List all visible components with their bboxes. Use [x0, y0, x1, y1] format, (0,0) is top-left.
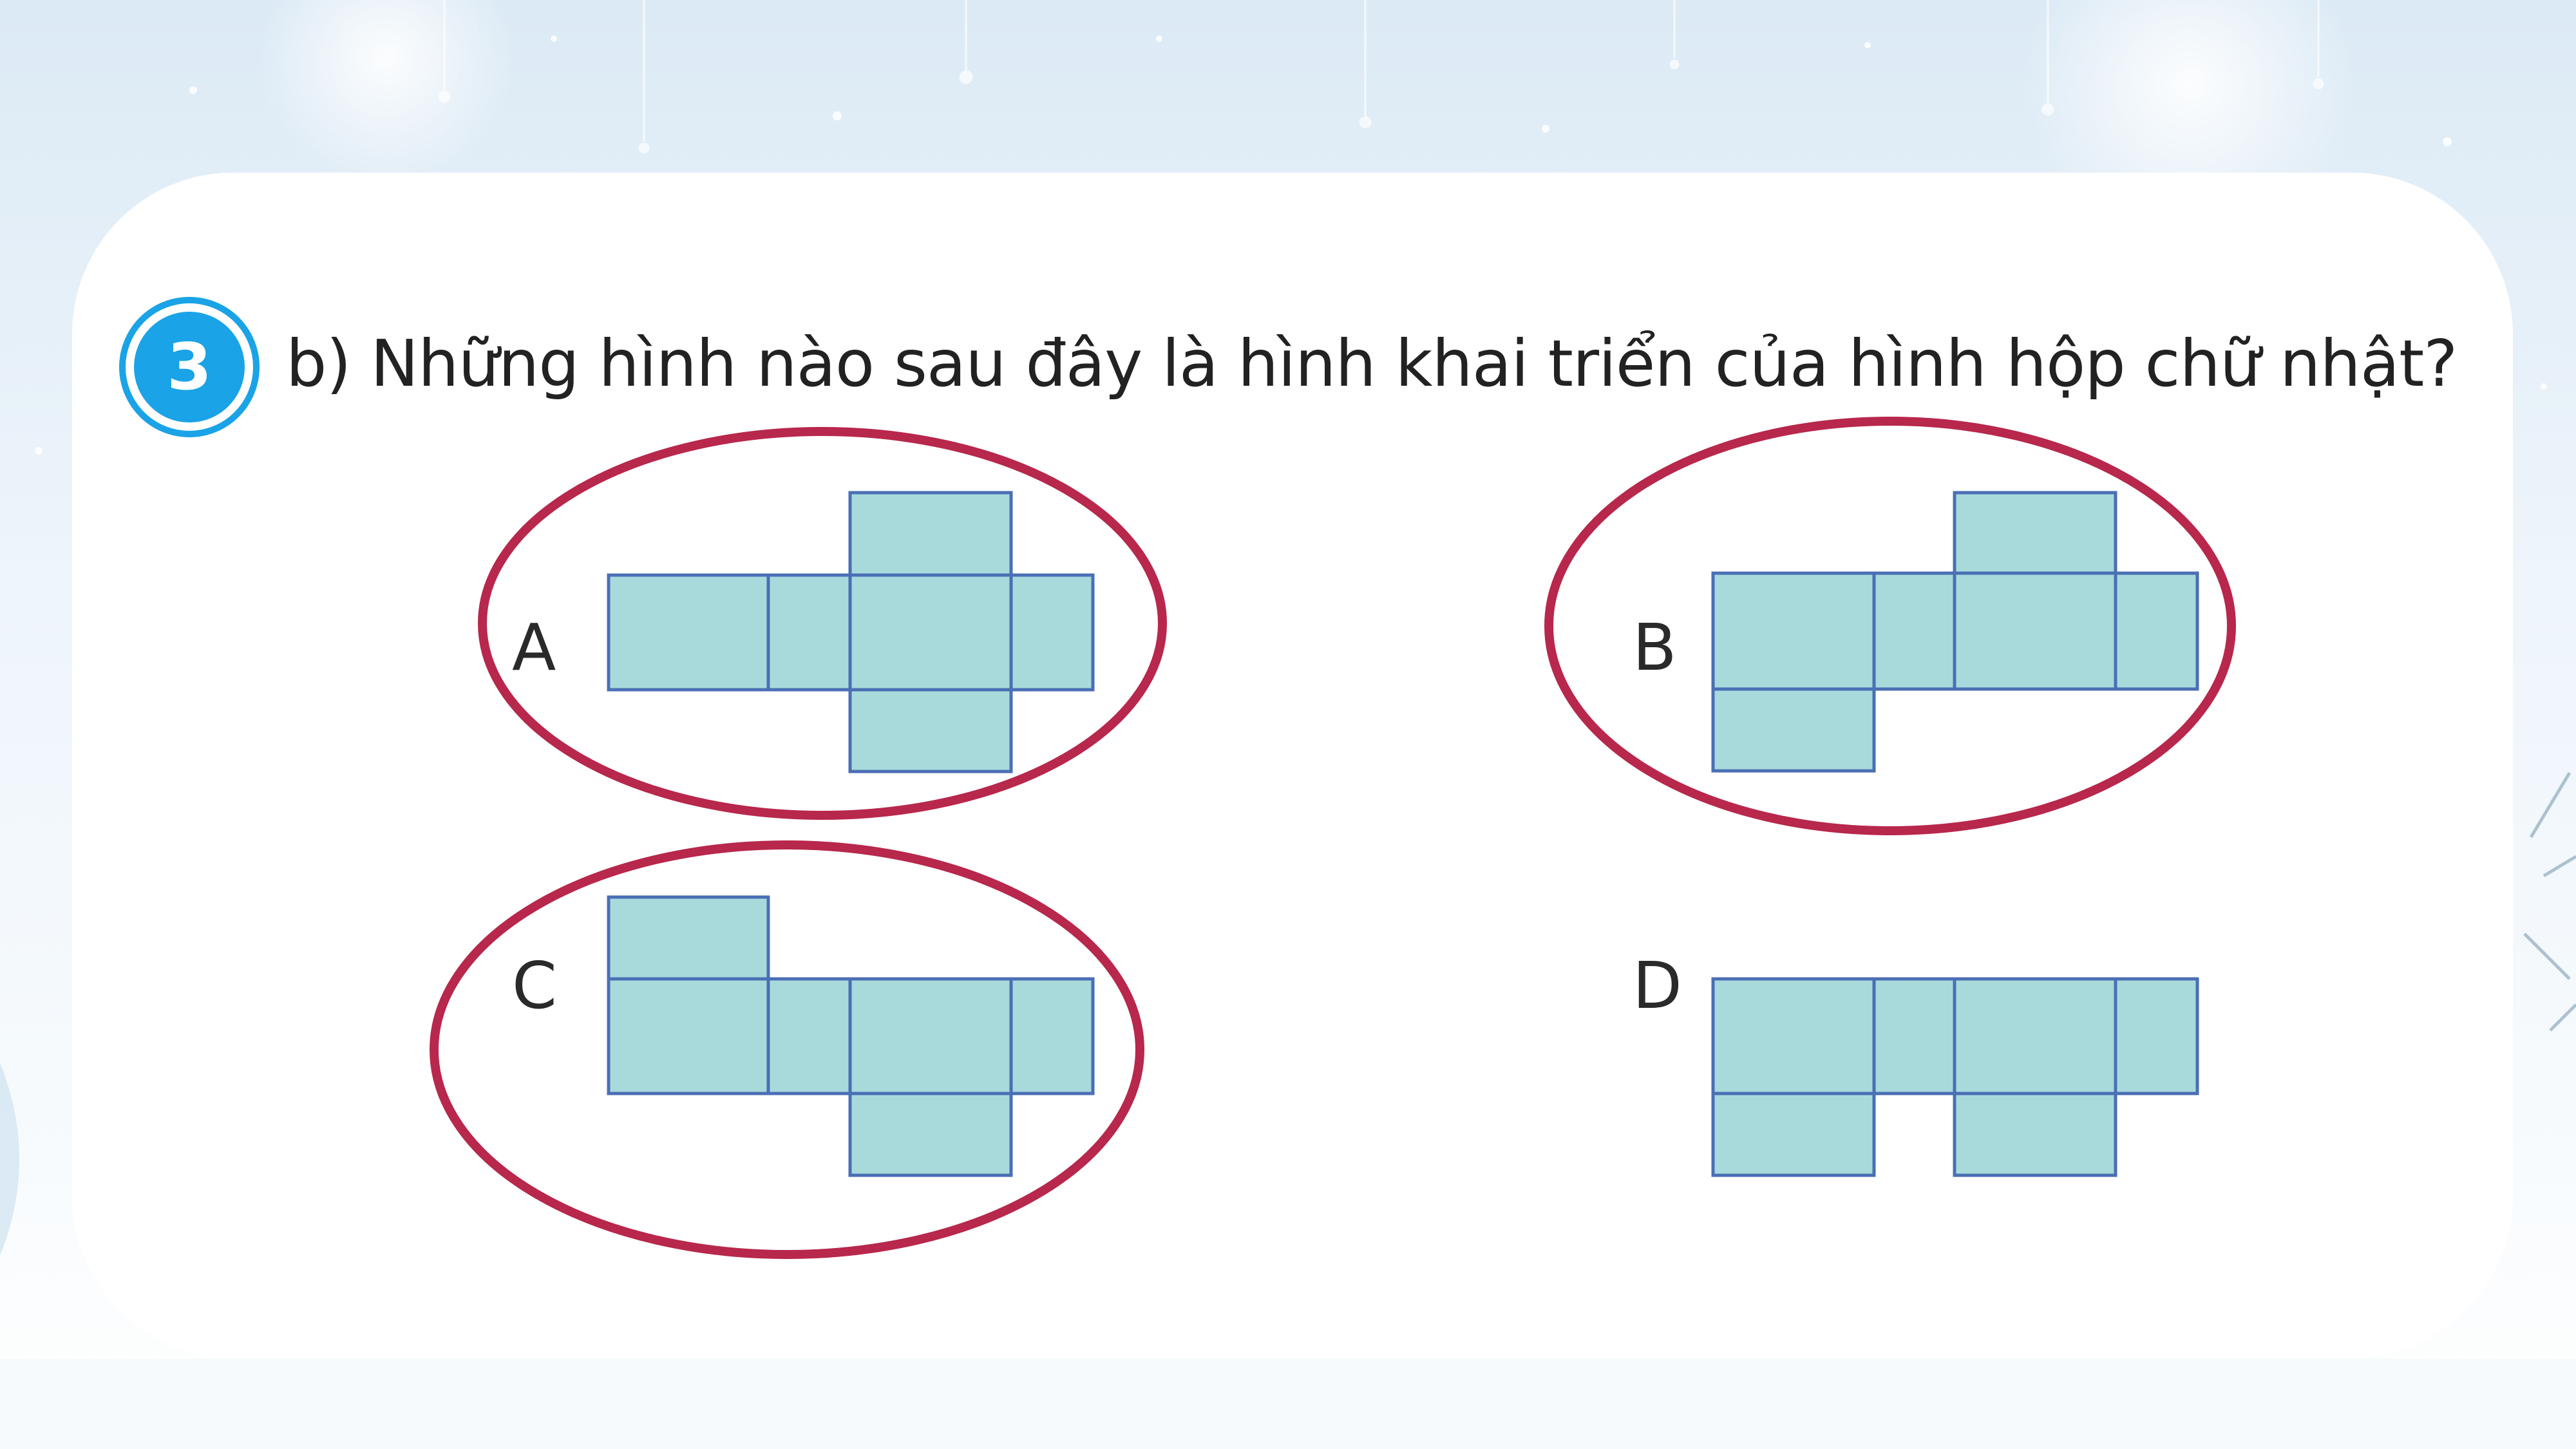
- question-text: b) Những hình nào sau đây là hình khai t…: [286, 326, 2458, 401]
- net-face: [1711, 571, 1876, 691]
- net-face: [2114, 571, 2199, 691]
- net-face: [1009, 977, 1095, 1095]
- net-face: [848, 573, 1013, 692]
- net-face: [848, 688, 1013, 773]
- question-number: 3: [167, 329, 212, 404]
- net-face: [607, 895, 770, 981]
- net-face: [1953, 491, 2117, 575]
- net-face: [1711, 977, 1876, 1095]
- option-c-label: C: [512, 948, 557, 1023]
- answer-circle-a: [478, 427, 1167, 820]
- question-number-badge: 3: [119, 297, 260, 437]
- net-face: [766, 977, 852, 1095]
- net-face: [1953, 571, 2117, 691]
- net-face: [766, 573, 852, 692]
- option-d-label: D: [1633, 948, 1682, 1023]
- net-face: [1711, 1092, 1876, 1177]
- option-c-net: [607, 895, 1095, 1177]
- net-face: [607, 977, 770, 1095]
- net-face: [1711, 687, 1876, 773]
- option-b-label: B: [1633, 610, 1677, 685]
- net-face: [848, 1092, 1013, 1177]
- net-face: [607, 573, 770, 692]
- net-face: [848, 977, 1013, 1095]
- net-face: [1953, 1092, 2117, 1177]
- net-face: [2114, 977, 2199, 1095]
- option-a-label: A: [512, 610, 556, 685]
- net-face: [1953, 977, 2117, 1095]
- net-face: [848, 491, 1013, 577]
- net-face: [1009, 573, 1095, 692]
- answer-circle-c: [430, 840, 1144, 1259]
- net-face: [1872, 571, 1956, 691]
- answer-circle-b: [1544, 417, 2236, 835]
- option-b-net: [1711, 491, 2199, 773]
- option-d-net: [1711, 977, 2199, 1177]
- option-a-net: [607, 491, 1095, 773]
- net-face: [1872, 977, 1956, 1095]
